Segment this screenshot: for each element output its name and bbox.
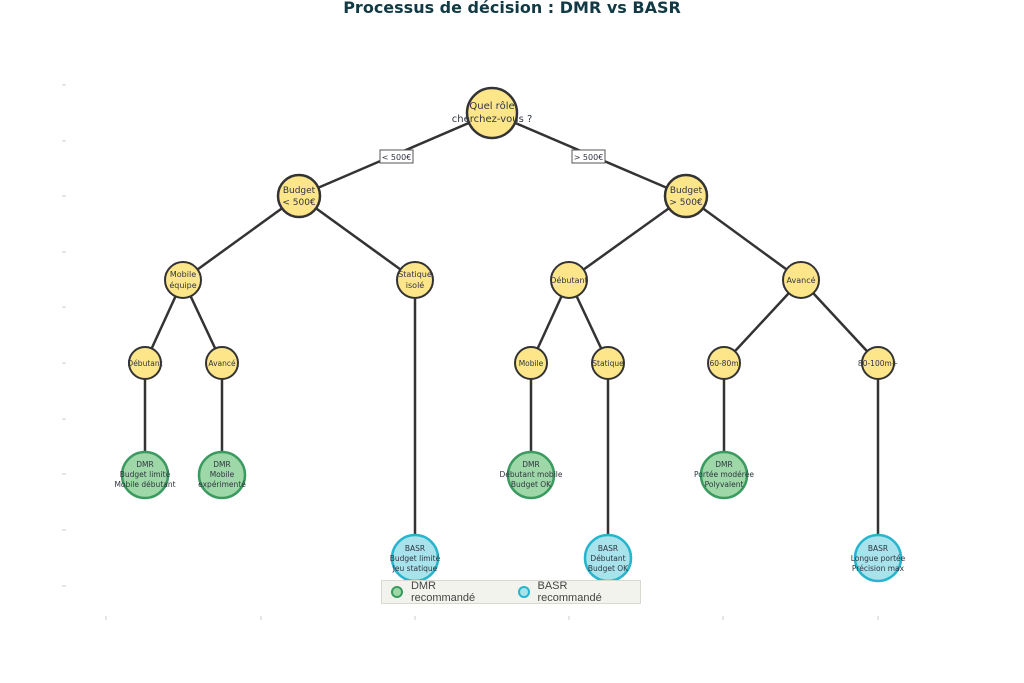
svg-text:Débutant: Débutant bbox=[550, 275, 587, 285]
tree-edges bbox=[143, 111, 880, 558]
leaf-basr-3: BASR Longue portée Précision max bbox=[851, 533, 906, 583]
svg-text:DMR: DMR bbox=[213, 460, 230, 469]
svg-text:Budget OK: Budget OK bbox=[511, 480, 552, 489]
svg-text:Portée modérée: Portée modérée bbox=[694, 470, 754, 479]
svg-text:DMR: DMR bbox=[715, 460, 732, 469]
svg-text:60-80m: 60-80m bbox=[709, 359, 738, 368]
edge-label-left: < 500€ bbox=[379, 149, 414, 164]
svg-text:équipe: équipe bbox=[169, 280, 196, 290]
svg-text:expérimenté: expérimenté bbox=[198, 480, 246, 489]
svg-text:Longue portée: Longue portée bbox=[851, 554, 906, 563]
leaf-dmr-1: DMR Budget limité Mobile débutant bbox=[114, 450, 176, 500]
node-mobile-equipe: Mobile équipe bbox=[164, 261, 202, 299]
edge-budget-low-statique bbox=[298, 194, 416, 282]
svg-text:Débutant mobile: Débutant mobile bbox=[500, 470, 563, 479]
legend: DMR recommandé BASR recommandé bbox=[381, 580, 641, 604]
node-debutant-left: Débutant bbox=[127, 346, 163, 380]
legend-item-dmr: DMR recommandé bbox=[391, 580, 503, 604]
edge-budget-low-mobile bbox=[182, 194, 300, 282]
svg-text:BASR: BASR bbox=[598, 544, 618, 553]
leaf-basr-2: BASR Débutant Budget OK bbox=[583, 533, 633, 583]
svg-text:Budget: Budget bbox=[670, 186, 703, 196]
svg-text:Précision max: Précision max bbox=[852, 564, 905, 573]
diagram-title: Processus de décision : DMR vs BASR bbox=[343, 0, 681, 17]
legend-label-basr: BASR recommandé bbox=[537, 580, 602, 604]
svg-text:Mobile: Mobile bbox=[170, 270, 196, 279]
edge-budget-high-avance bbox=[685, 194, 802, 282]
node-statique-isole: Statique isolé bbox=[396, 261, 434, 299]
legend-label-dmr: DMR recommandé bbox=[410, 580, 476, 604]
svg-text:BASR: BASR bbox=[868, 544, 888, 553]
node-avance-left: Avancé bbox=[205, 346, 239, 380]
node-budget-low: Budget < 500€ bbox=[276, 173, 322, 219]
svg-text:Mobile débutant: Mobile débutant bbox=[114, 480, 175, 489]
svg-text:Jeu statique: Jeu statique bbox=[392, 564, 438, 573]
dmr-swatch-icon bbox=[391, 586, 403, 598]
svg-text:Mobile: Mobile bbox=[210, 470, 235, 479]
node-range-60-80: 60-80m bbox=[707, 346, 741, 380]
svg-text:Avancé: Avancé bbox=[786, 275, 815, 285]
svg-text:Statique: Statique bbox=[592, 359, 624, 368]
edge-budget-high-debutant bbox=[568, 194, 687, 282]
svg-text:Budget: Budget bbox=[283, 186, 316, 196]
svg-text:Budget limité: Budget limité bbox=[120, 470, 171, 479]
svg-text:DMR: DMR bbox=[522, 460, 539, 469]
edge-label-right: > 500€ bbox=[571, 149, 606, 164]
node-budget-high: Budget > 500€ bbox=[663, 173, 709, 219]
leaf-dmr-2: DMR Mobile expérimenté bbox=[197, 450, 247, 500]
svg-text:Budget OK: Budget OK bbox=[588, 564, 629, 573]
svg-text:isolé: isolé bbox=[406, 280, 425, 290]
leaf-dmr-3: DMR Débutant mobile Budget OK bbox=[500, 450, 563, 500]
svg-text:Statique: Statique bbox=[398, 270, 432, 279]
svg-text:< 500€: < 500€ bbox=[282, 198, 316, 208]
leaf-dmr-4: DMR Portée modérée Polyvalent bbox=[694, 450, 754, 500]
svg-text:Débutant: Débutant bbox=[590, 554, 625, 563]
svg-text:80-100m+: 80-100m+ bbox=[858, 359, 898, 368]
svg-text:> 500€: > 500€ bbox=[669, 198, 703, 208]
svg-text:Avancé: Avancé bbox=[208, 359, 236, 368]
svg-text:> 500€: > 500€ bbox=[574, 153, 604, 162]
node-avance-right: Avancé bbox=[782, 261, 820, 299]
svg-text:Débutant: Débutant bbox=[127, 359, 162, 368]
leaf-basr-1: BASR Budget limité Jeu statique bbox=[390, 533, 441, 583]
legend-item-basr: BASR recommandé bbox=[517, 580, 634, 604]
node-statique: Statique bbox=[591, 346, 625, 380]
svg-text:DMR: DMR bbox=[136, 460, 153, 469]
svg-text:Mobile: Mobile bbox=[519, 359, 544, 368]
svg-text:< 500€: < 500€ bbox=[382, 153, 412, 162]
node-root: Quel rôle cherchez-vous ? bbox=[452, 86, 533, 140]
svg-text:Polyvalent: Polyvalent bbox=[705, 480, 744, 489]
svg-text:BASR: BASR bbox=[405, 544, 425, 553]
axis-ticks bbox=[62, 84, 879, 620]
svg-text:Budget limité: Budget limité bbox=[390, 554, 441, 563]
svg-text:cherchez-vous ?: cherchez-vous ? bbox=[452, 114, 533, 125]
node-mobile: Mobile bbox=[514, 346, 548, 380]
node-range-80-100: 80-100m+ bbox=[858, 346, 898, 380]
basr-swatch-icon bbox=[517, 586, 530, 598]
svg-text:Quel rôle: Quel rôle bbox=[469, 100, 514, 112]
node-debutant-right: Débutant bbox=[550, 261, 588, 299]
